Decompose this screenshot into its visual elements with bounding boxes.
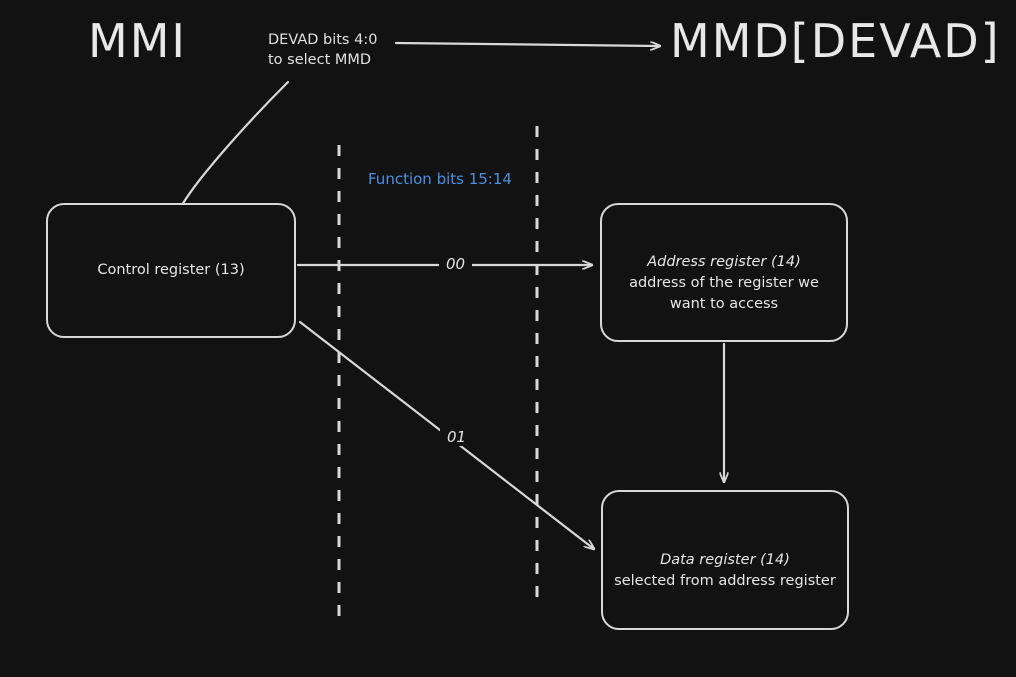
control-register-box[interactable]: Control register (13) <box>46 203 296 338</box>
address-register-text: Address register (14) address of the regi… <box>623 231 825 315</box>
title-mmi: MMI <box>88 14 187 68</box>
edge-label-to-data: 01 <box>440 428 474 446</box>
data-register-title: Data register (14) <box>660 551 790 568</box>
devad-note-text: DEVAD bits 4:0 to select MMD <box>268 32 378 68</box>
address-register-box[interactable]: Address register (14) address of the regi… <box>600 203 848 342</box>
devad-leader-line <box>180 80 290 207</box>
devad-to-mmd-arrow <box>394 43 662 46</box>
data-register-detail: selected from address register <box>614 572 836 589</box>
title-mmd: MMD[DEVAD] <box>670 14 1001 68</box>
data-register-text: Data register (14) selected from address … <box>608 529 842 592</box>
address-register-detail: address of the register we want to acces… <box>629 274 819 312</box>
data-register-box[interactable]: Data register (14) selected from address … <box>601 490 849 630</box>
address-register-title: Address register (14) <box>647 253 801 270</box>
function-bits-label: Function bits 15:14 <box>368 170 512 188</box>
edge-label-to-address: 00 <box>439 255 473 273</box>
control-register-label: Control register (13) <box>97 262 245 278</box>
